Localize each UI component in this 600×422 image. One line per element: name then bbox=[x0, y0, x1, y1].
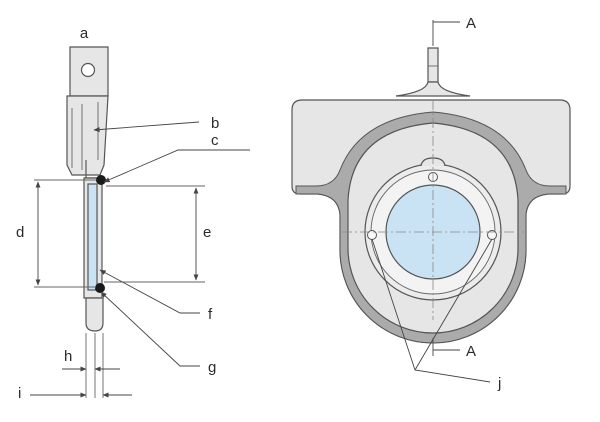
leader-f bbox=[99, 269, 200, 314]
leader-c bbox=[103, 149, 250, 183]
label-h: h bbox=[64, 348, 72, 365]
upper-seal bbox=[96, 175, 106, 185]
label-j: j bbox=[497, 375, 501, 392]
housing-nose bbox=[85, 297, 104, 332]
mounting-hole bbox=[80, 62, 96, 78]
side-view bbox=[30, 46, 250, 398]
label-i: i bbox=[18, 385, 21, 402]
sight-glass-edge bbox=[87, 183, 98, 291]
housing-body bbox=[66, 95, 109, 176]
leader-g bbox=[100, 291, 200, 367]
front-view bbox=[291, 20, 571, 383]
front-mounting-tab bbox=[427, 47, 439, 83]
label-f: f bbox=[208, 306, 213, 323]
label-section-bottom: A bbox=[466, 343, 476, 360]
label-e: e bbox=[203, 224, 211, 241]
front-tab-neck bbox=[395, 81, 471, 97]
label-b: b bbox=[211, 115, 219, 132]
lower-seal bbox=[95, 283, 105, 293]
leader-b bbox=[93, 121, 200, 133]
label-g: g bbox=[208, 359, 216, 376]
label-section-top: A bbox=[466, 15, 476, 32]
label-c: c bbox=[211, 132, 219, 149]
label-a: a bbox=[80, 25, 89, 42]
label-d: d bbox=[16, 224, 24, 241]
